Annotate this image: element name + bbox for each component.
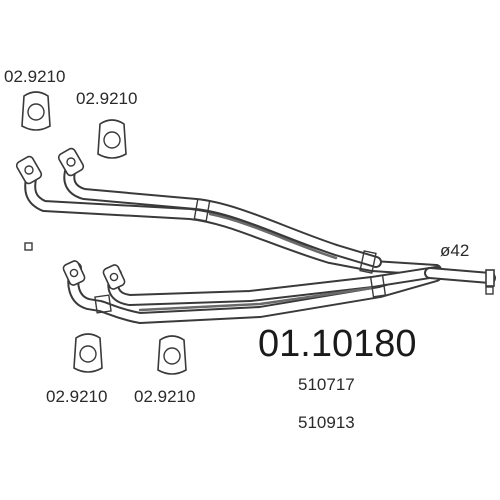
outlet-pipe: [424, 267, 496, 287]
square-marker-icon: [485, 286, 494, 295]
flange-icon: [57, 147, 85, 177]
gasket-icon: [157, 335, 187, 375]
gasket-icon: [21, 91, 51, 131]
outlet-end-cap: [485, 269, 495, 287]
pipe-joint: [369, 274, 387, 298]
flange-icon: [102, 264, 126, 290]
gasket-icon: [97, 119, 127, 159]
lower-pipe-assembly: [62, 260, 442, 324]
flange-icon: [15, 155, 43, 185]
square-marker-icon: [24, 242, 33, 251]
pipe-joint: [94, 294, 112, 314]
part-number: 01.10180: [258, 323, 417, 365]
reference-number-1: 510717: [298, 375, 355, 394]
gasket-icon: [73, 333, 103, 373]
pipe-joint: [359, 250, 377, 274]
pipe-joint: [193, 198, 211, 222]
gasket-label-top-right: 02.9210: [76, 89, 137, 108]
diameter-label: ø42: [440, 241, 469, 260]
gasket-label-bottom-left: 02.9210: [46, 387, 107, 406]
reference-number-2: 510913: [298, 413, 355, 432]
upper-pipe-assembly: [15, 147, 442, 276]
flange-icon: [62, 260, 86, 286]
gasket-label-bottom-right: 02.9210: [134, 387, 195, 406]
gasket-label-top-left: 02.9210: [4, 67, 65, 86]
